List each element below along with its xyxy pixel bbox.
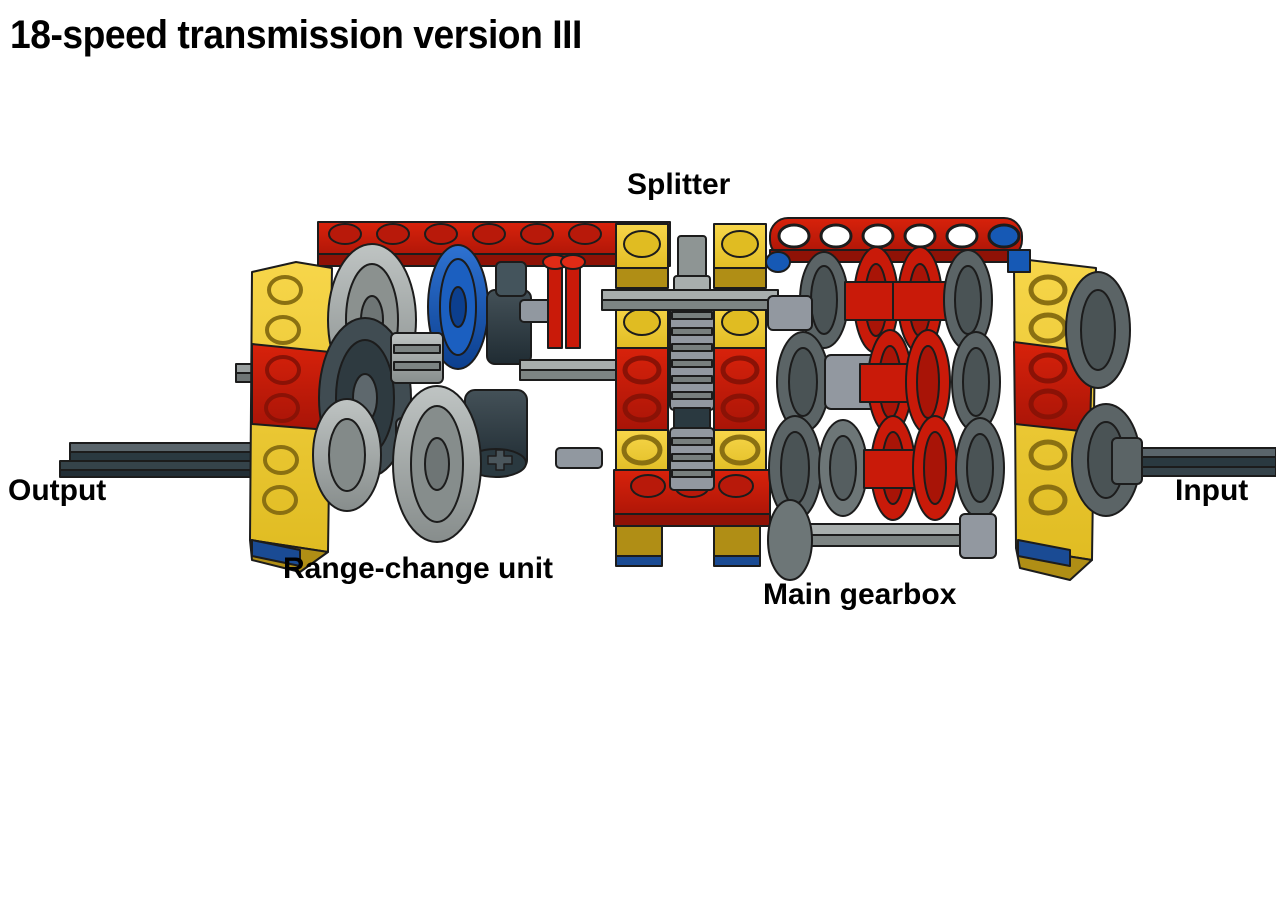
clutch-gear-left-2 xyxy=(776,331,830,433)
gear-row-2 xyxy=(776,329,1001,435)
page-title: 18-speed transmission version III xyxy=(10,13,582,57)
driving-ring-2b xyxy=(905,329,951,435)
gear-row-3 xyxy=(768,415,1005,521)
bushing-mid-left xyxy=(390,332,444,384)
label-main-gearbox: Main gearbox xyxy=(763,578,957,611)
splitter-column-left xyxy=(615,223,669,567)
splitter-unit xyxy=(601,223,779,567)
input-shaft xyxy=(1127,447,1276,477)
clutch-gear-right-2 xyxy=(951,331,1001,433)
label-input: Input xyxy=(1175,474,1249,507)
frame-beam-left xyxy=(249,261,333,573)
red-axle-stack-left xyxy=(542,254,586,349)
clutch-gear-left-3 xyxy=(768,415,822,521)
gear-large-bottom-left xyxy=(392,385,482,543)
label-range-change-unit: Range-change unit xyxy=(283,552,554,585)
label-output: Output xyxy=(8,474,107,507)
axle-output-connector xyxy=(555,447,603,469)
output-shaft xyxy=(59,442,303,478)
clutch-gear-right-1 xyxy=(943,249,993,351)
layshaft-main-gearbox xyxy=(767,499,997,581)
red-brick-bottom-splitter xyxy=(613,469,771,527)
red-liftarm-top-right xyxy=(769,217,1023,263)
small-gear-gearbox-left xyxy=(765,251,813,331)
main-gearbox xyxy=(765,217,1143,581)
label-splitter: Splitter xyxy=(627,168,731,201)
clutch-gear-right-3 xyxy=(955,417,1005,519)
gear-gray-lower-left xyxy=(312,398,382,512)
range-change-unit xyxy=(249,221,671,573)
gear-dark-left xyxy=(318,317,412,479)
gear-row-1 xyxy=(799,246,993,354)
input-gear-stack xyxy=(1065,271,1143,517)
clutch-gear-left-3b xyxy=(818,419,868,517)
driving-ring-3b xyxy=(912,415,958,521)
